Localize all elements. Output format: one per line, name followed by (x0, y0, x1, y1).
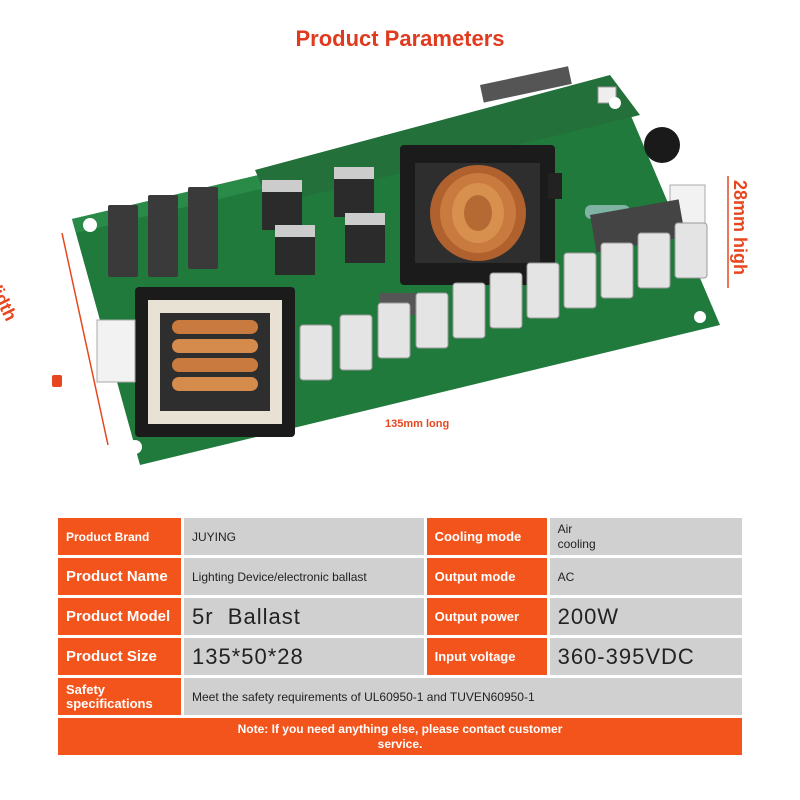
cooling-label: Cooling mode (426, 518, 547, 555)
red-marker (52, 375, 62, 387)
table-row: Product Model 5r Ballast Output power 20… (58, 598, 742, 635)
power-value: 200W (549, 598, 742, 635)
name-value: Lighting Device/electronic ballast (184, 558, 424, 595)
model-label: Product Model (58, 598, 181, 635)
safety-label-line-1: Safety (66, 681, 106, 697)
length-dimension-label: 135mm long (385, 418, 450, 430)
note-line-1: Note: If you need anything else, please … (237, 721, 563, 736)
film-capacitors (108, 187, 218, 277)
safety-label: Safety specifications (58, 678, 181, 715)
safety-value: Meet the safety requirements of UL60950-… (184, 678, 742, 715)
top-transformer (400, 145, 555, 285)
table-row: Product Name Lighting Device/electronic … (58, 558, 742, 595)
cooling-value-line-2: cooling (557, 536, 596, 551)
spec-table: Product Brand JUYING Cooling mode Air co… (55, 515, 745, 758)
left-connector (96, 319, 136, 383)
note-line-2: service. (377, 736, 423, 751)
table-row: Safety specifications Meet the safety re… (58, 678, 742, 715)
output-mode-value: AC (549, 558, 742, 595)
safety-label-line-2: specifications (66, 695, 153, 711)
voltage-label: Input voltage (426, 638, 547, 675)
mosfets (262, 167, 385, 275)
output-mode-label: Output mode (426, 558, 547, 595)
name-label: Product Name (58, 558, 181, 595)
size-label: Product Size (58, 638, 181, 675)
cooling-value-line-1: Air (557, 521, 573, 536)
small-capacitor (548, 173, 562, 199)
table-row: Product Size 135*50*28 Input voltage 360… (58, 638, 742, 675)
power-label: Output power (426, 598, 547, 635)
cooling-value: Air cooling (549, 518, 742, 555)
page-title: Product Parameters (295, 26, 505, 51)
brand-value: JUYING (184, 518, 424, 555)
contact-note: Note: If you need anything else, please … (58, 718, 742, 755)
electrolytic-capacitor (644, 127, 680, 163)
size-value: 135*50*28 (184, 638, 424, 675)
heatsink-fins (299, 222, 708, 381)
brand-label: Product Brand (58, 518, 181, 555)
table-row: Product Brand JUYING Cooling mode Air co… (58, 518, 742, 555)
width-dimension-line (61, 232, 109, 446)
voltage-value: 360-395VDC (549, 638, 742, 675)
model-value: 5r Ballast (184, 598, 424, 635)
ballast-board-photo (52, 66, 729, 465)
note-row: Note: If you need anything else, please … (58, 718, 742, 755)
left-transformer (135, 287, 295, 437)
height-dimension-label: 28mm high (730, 180, 750, 276)
